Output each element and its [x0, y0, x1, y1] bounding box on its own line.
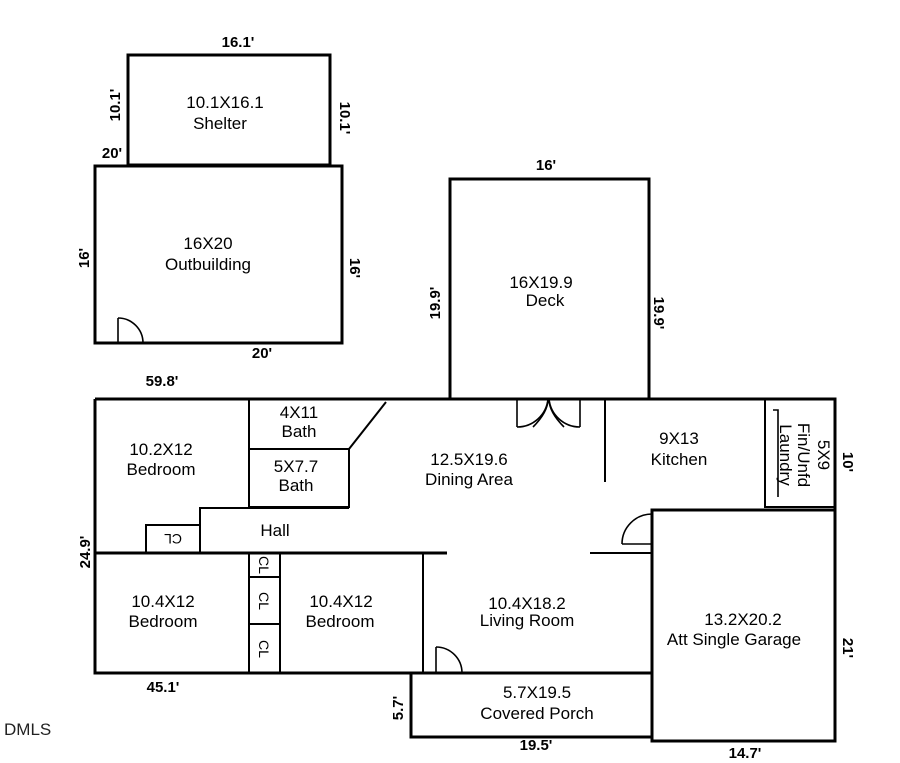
porch-outline: [409, 673, 652, 739]
living-door: [435, 646, 463, 674]
outbuilding-name: Outbuilding: [165, 255, 251, 274]
dim-outbuilding-left: 16': [76, 248, 93, 268]
dining-name: Dining Area: [425, 470, 513, 489]
hall-name: Hall: [260, 521, 289, 540]
closet-label-hall: CL: [164, 531, 182, 547]
kitchen-dims: 9X13: [659, 429, 699, 448]
dim-shelter-left: 10.1': [107, 89, 124, 122]
dim-garage-right: 21': [839, 638, 856, 658]
laundry-name-1: Fin/Unfd: [794, 423, 813, 487]
dim-deck-left: 19.9': [427, 287, 444, 320]
outbuilding-dims: 16X20: [183, 234, 232, 253]
dim-house-left: 24.9': [77, 536, 94, 569]
bedroom2-dims: 10.4X12: [131, 592, 194, 611]
dim-garage-bottom: 14.7': [729, 745, 762, 762]
bedroom1-name: Bedroom: [127, 460, 196, 479]
outbuilding-door: [117, 317, 144, 344]
bath1-dims: 4X11: [280, 403, 318, 422]
shelter-name: Shelter: [193, 114, 247, 133]
dining-dims: 12.5X19.6: [430, 450, 508, 469]
porch-dims: 5.7X19.5: [503, 683, 571, 702]
dim-outbuilding-top: 20': [102, 145, 122, 162]
laundry-name-2: Laundry: [776, 424, 795, 486]
closet-stack: [248, 552, 281, 674]
bedroom3-dims: 10.4X12: [309, 592, 372, 611]
closet-label-2: CL: [256, 592, 272, 610]
porch-name: Covered Porch: [480, 704, 593, 723]
living-name: Living Room: [480, 611, 575, 630]
dim-deck-right: 19.9': [650, 297, 667, 330]
closet-label-3: CL: [256, 640, 272, 658]
dim-shelter-right: 10.1': [336, 102, 353, 135]
laundry-dims: 5X9: [814, 440, 833, 470]
deck-name: Deck: [526, 291, 565, 310]
closet-label-1: CL: [256, 556, 272, 574]
deck-double-door: [516, 398, 581, 428]
brand-logo: DMLS: [4, 720, 51, 739]
dim-laundry-right: 10': [839, 452, 856, 472]
dim-porch-left: 5.7': [390, 696, 407, 720]
bedroom1-dims: 10.2X12: [129, 440, 192, 459]
bath2-dims: 5X7.7: [274, 457, 318, 476]
laundry-outline: [764, 398, 836, 508]
dim-porch-bottom: 19.5': [520, 737, 553, 754]
garage-outline: [650, 508, 837, 743]
shelter-dims: 10.1X16.1: [186, 93, 264, 112]
bedroom2-name: Bedroom: [129, 612, 198, 631]
dim-house-bottom: 45.1': [147, 679, 180, 696]
laundry-label: 5X9 Fin/Unfd Laundry: [776, 423, 833, 487]
garage-name: Att Single Garage: [667, 630, 801, 649]
dim-house-top: 59.8': [146, 373, 179, 390]
dim-shelter-top: 16.1': [222, 34, 255, 51]
garage-door: [621, 513, 653, 545]
outbuilding-outline: [93, 164, 344, 345]
living-dims: 10.4X18.2: [488, 594, 566, 613]
bedroom3-name: Bedroom: [306, 612, 375, 631]
dim-deck-top: 16': [536, 157, 556, 174]
laundry-door-mark: [773, 409, 779, 497]
bath1-name: Bath: [282, 422, 317, 441]
deck-dims: 16X19.9: [509, 273, 572, 292]
dim-outbuilding-right: 16': [346, 258, 363, 278]
garage-dims: 13.2X20.2: [704, 610, 782, 629]
dim-outbuilding-bottom: 20': [252, 345, 272, 362]
kitchen-name: Kitchen: [651, 450, 708, 469]
house-outline: [93, 397, 765, 675]
bath2-name: Bath: [279, 476, 314, 495]
